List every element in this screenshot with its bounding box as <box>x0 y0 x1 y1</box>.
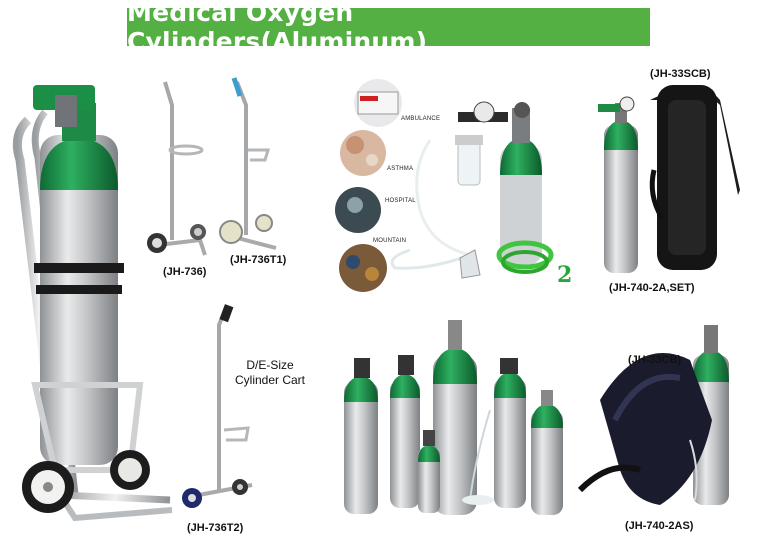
label-jh-736t1: (JH-736T1) <box>230 254 287 266</box>
label-jh-736: (JH-736) <box>163 266 207 278</box>
usage-label-hospital: HOSPITAL <box>385 198 416 204</box>
usage-photo-hospital <box>335 187 381 233</box>
label-jh-33cb: (JH-33CB) <box>628 354 682 366</box>
cart-jh-736t2 <box>182 304 253 508</box>
usage-label-mountain: MOUNTAIN <box>373 238 407 244</box>
oxygen-badge: 2 <box>557 262 573 288</box>
cart-jh-736t1 <box>219 77 277 250</box>
usage-photo-asthma <box>340 130 386 176</box>
label-jh-740-2as: (JH-740-2AS) <box>625 520 694 532</box>
usage-label-asthma: ASTHMA <box>387 166 414 172</box>
page-title: Medical Oxygen Cylinders(Aluminum) <box>127 0 428 56</box>
label-de-size-line1: D/E-Size <box>246 358 294 372</box>
usage-photo-mountain <box>339 244 387 292</box>
page-title-banner: Medical Oxygen Cylinders(Aluminum) <box>127 0 650 56</box>
cylinder-family <box>344 320 563 515</box>
cylinder-jh-740-2a <box>598 96 638 273</box>
label-de-size-line2: Cylinder Cart <box>234 373 306 387</box>
label-de-size-cart: D/E-Size Cylinder Cart <box>227 358 313 388</box>
large-cylinder-cart <box>12 85 173 522</box>
label-jh-33scb: (JH-33SCB) <box>650 68 711 80</box>
oxygen-cylinder-set <box>390 101 554 279</box>
backpack-jh-33cb <box>577 325 729 505</box>
usage-photo-ambulance <box>354 79 402 127</box>
cart-jh-736 <box>147 81 207 256</box>
label-jh-736t2: (JH-736T2) <box>187 522 244 534</box>
carry-bag-jh-33scb <box>649 85 740 270</box>
label-jh-740-2a-set: (JH-740-2A,SET) <box>609 282 695 294</box>
usage-label-ambulance: AMBULANCE <box>401 116 441 122</box>
